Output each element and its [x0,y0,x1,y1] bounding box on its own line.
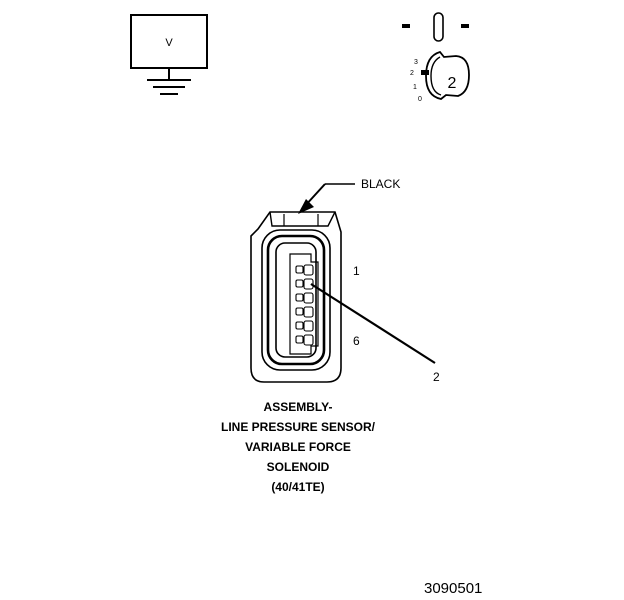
selector-position-3: 3 [414,59,418,66]
caption-line-3: VARIABLE FORCE [245,440,351,454]
color-arrow-head [298,199,314,214]
selector-switch-icon: 3 2 1 0 2 [402,12,470,103]
pin-number-last: 6 [353,334,360,348]
caption-line-5: (40/41TE) [271,480,324,494]
voltmeter-symbol: V [130,14,208,95]
connector-pins [295,264,314,346]
connector-body [250,211,342,383]
selector-left-tick [402,24,410,28]
pin-number-first: 1 [353,264,360,278]
connector-caption: ASSEMBLY- LINE PRESSURE SENSOR/ VARIABLE… [221,400,376,494]
connector-pin [295,278,314,290]
selector-position-2: 2 [410,70,414,77]
connector-seal-outer [261,229,331,371]
ground-icon [147,68,191,95]
caption-line-1: ASSEMBLY- [264,400,333,414]
selector-right-tick [461,24,469,28]
pin-cavity-frame [289,253,319,355]
selector-slot-icon [433,12,444,42]
connector-pin [295,264,314,276]
selector-value: 2 [448,75,457,92]
connector-pin [295,320,314,332]
callout-number: 2 [433,370,440,384]
meter-box [130,14,208,69]
selector-position-1: 1 [413,84,417,91]
caption-line-2: LINE PRESSURE SENSOR/ [221,420,376,434]
connector-housing [250,211,342,383]
callout-leader-line-inner [310,283,327,295]
selector-knob-outline [425,50,470,100]
color-label: BLACK [361,177,400,191]
connector-seal-inner [275,242,317,358]
figure-id: 3090501 [424,580,482,597]
connector-latch [269,211,336,227]
callout-leader-line [310,283,436,364]
selector-pointer [421,70,429,75]
selector-knob-inner [430,56,442,96]
meter-label: V [165,37,173,49]
connector-pin [295,334,314,346]
selector-position-0: 0 [418,96,422,103]
color-callout: BLACK [298,177,400,214]
connector-pin [295,306,314,318]
connector-seal-middle [266,234,326,366]
connector-pin [295,292,314,304]
caption-line-4: SOLENOID [267,460,330,474]
